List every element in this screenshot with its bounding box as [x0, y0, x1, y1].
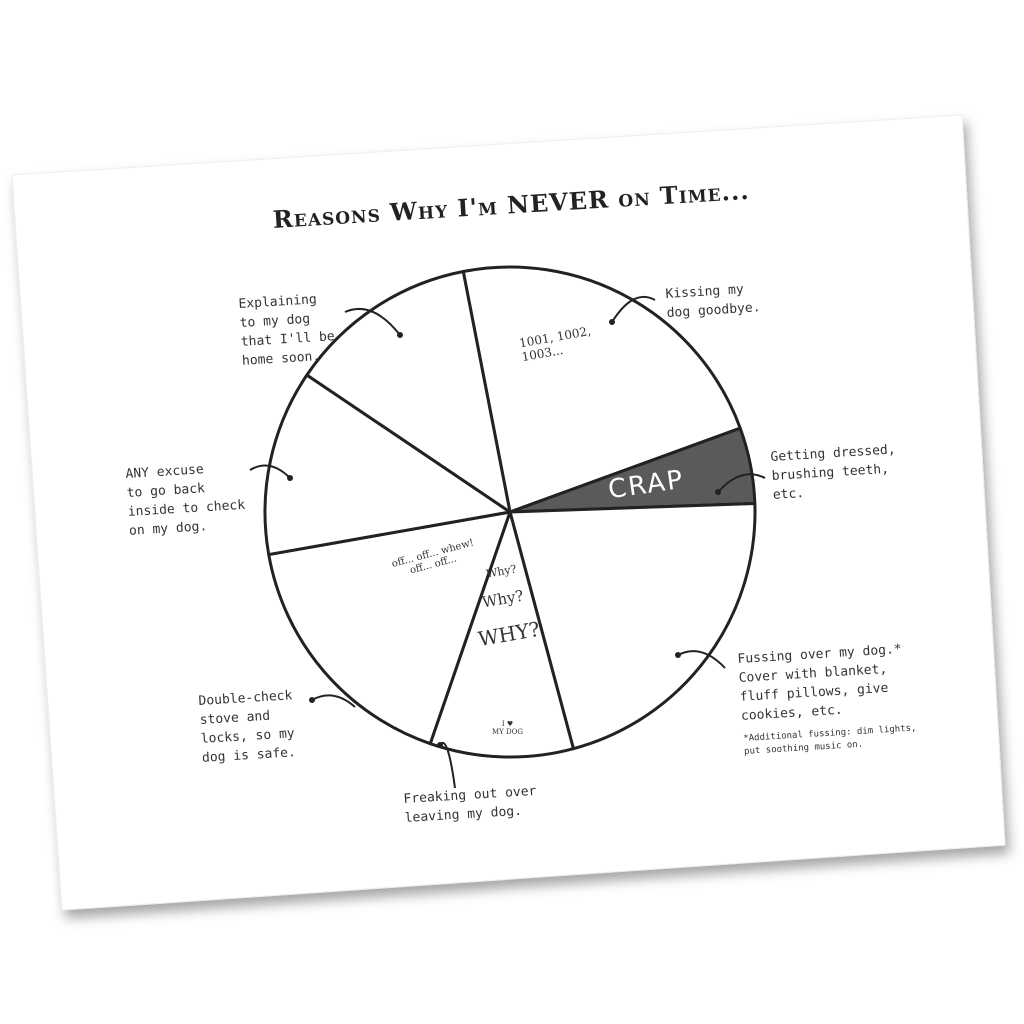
- pointer-arrow-0: [344, 307, 401, 336]
- pointer-arrow-2: [717, 473, 766, 493]
- pie-slice-0: [461, 265, 742, 514]
- pie-slice-4: [267, 510, 512, 746]
- arrow-head-6: [437, 742, 443, 748]
- label-getting-dressed: Getting dressed, brushing teeth, etc.: [770, 442, 897, 503]
- pie-slice-5: [263, 373, 512, 557]
- pointer-arrow-3: [249, 464, 291, 479]
- arrow-head-0: [397, 332, 403, 338]
- arrow-head-3: [287, 475, 293, 481]
- label-kissing: Kissing my dog goodbye.: [665, 282, 761, 321]
- shirt-text: I ♥ MY DOG: [492, 720, 523, 736]
- pie-slice-6: [305, 270, 512, 514]
- pointer-arrow-1: [611, 295, 656, 323]
- label-explaining: Explaining to my dog that I'll be home s…: [238, 292, 336, 369]
- arrow-head-4: [675, 652, 681, 658]
- arrow-head-1: [609, 319, 615, 325]
- pie-slice-2: [508, 501, 757, 751]
- label-fussing: Fussing over my dog.* Cover with blanket…: [737, 641, 903, 724]
- label-any-excuse: ANY excuse to go back inside to check on…: [125, 462, 246, 539]
- label-double-check: Double-check stove and locks, so my dog …: [198, 688, 297, 766]
- arrow-head-2: [715, 489, 721, 495]
- pointer-arrow-5: [311, 694, 356, 708]
- label-freaking-out: Freaking out over leaving my dog.: [403, 783, 537, 826]
- arrow-head-5: [309, 697, 315, 703]
- pointer-arrow-4: [677, 650, 726, 669]
